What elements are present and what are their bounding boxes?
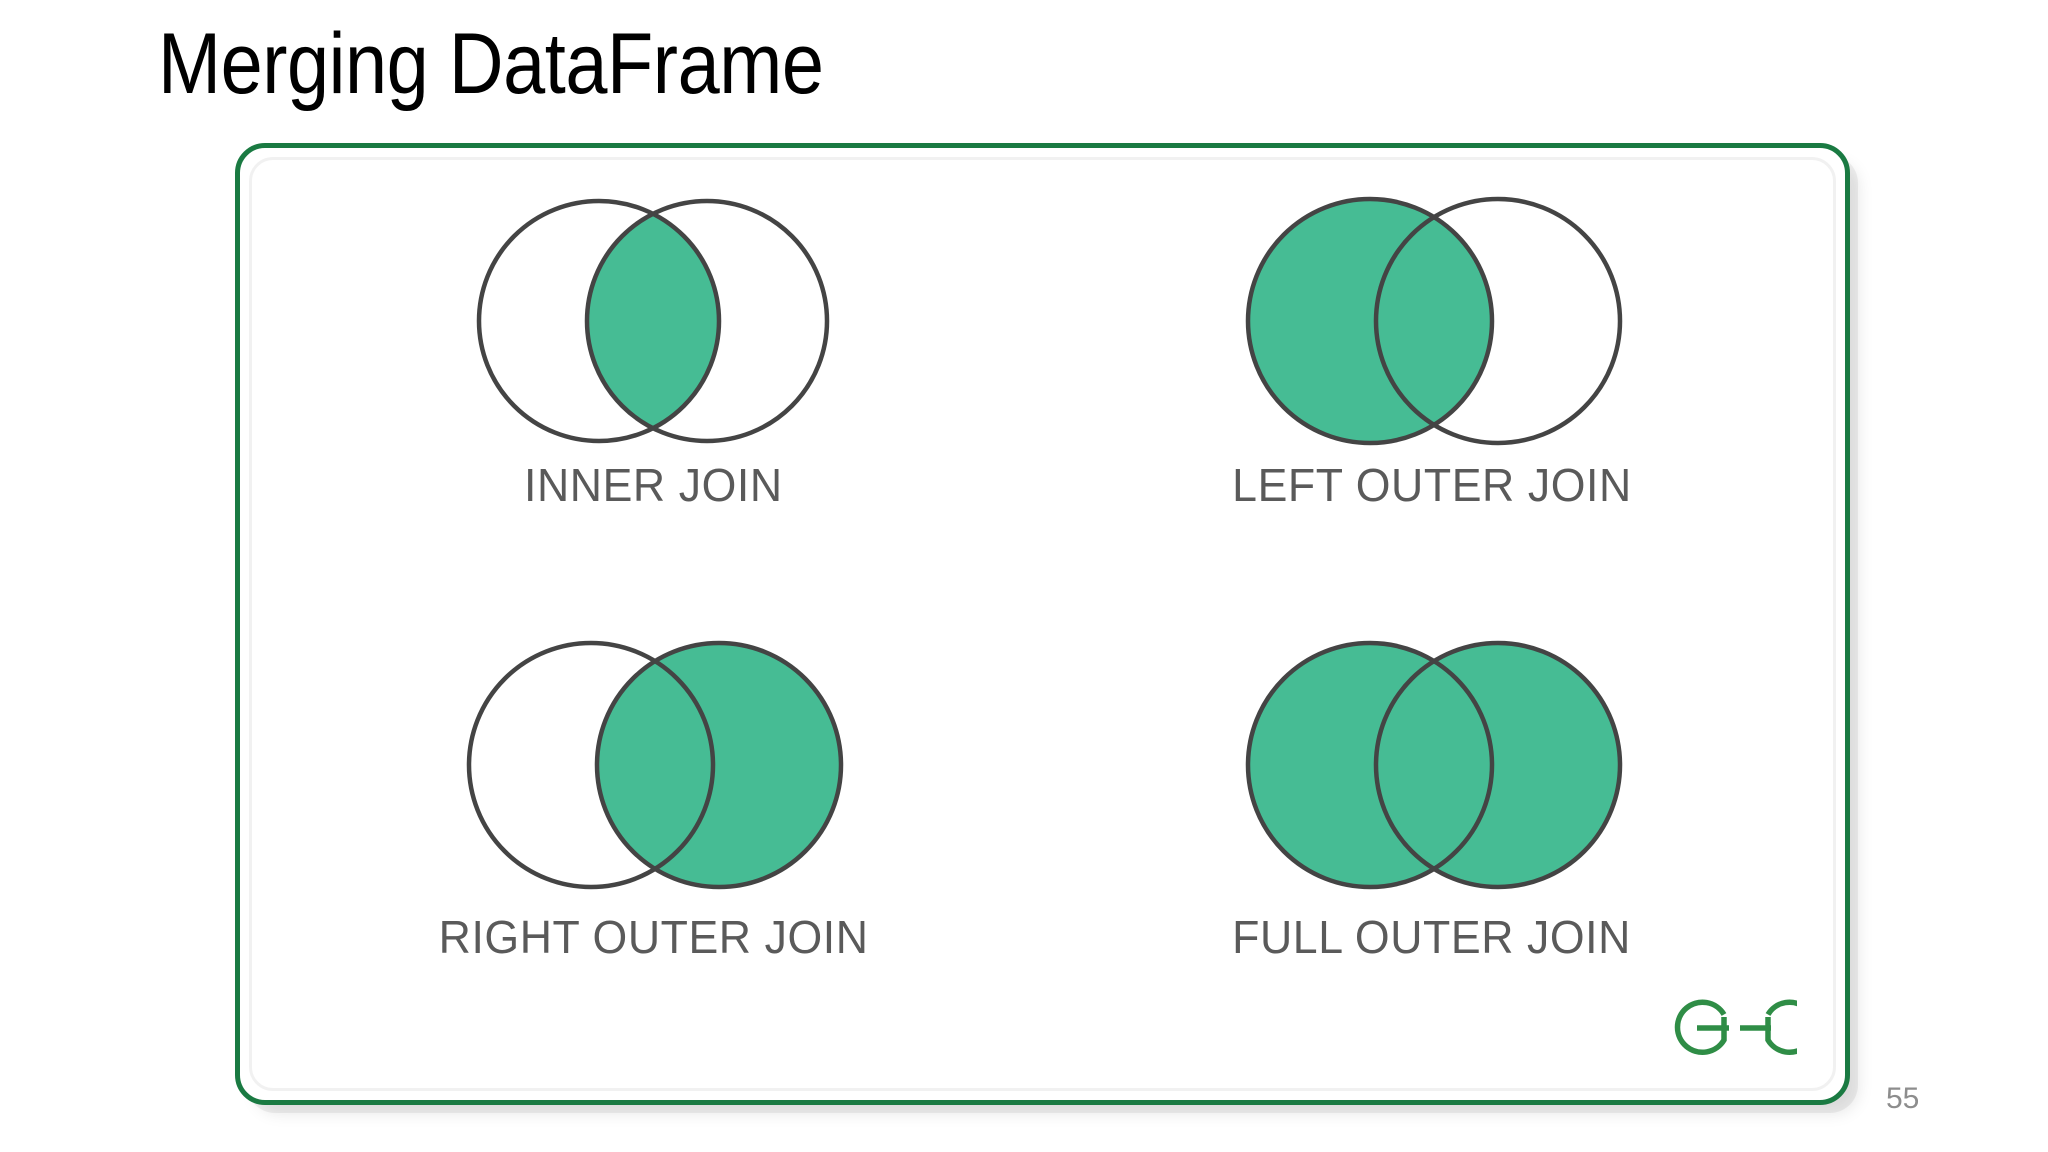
venn-label-right-outer-join: RIGHT OUTER JOIN bbox=[438, 911, 869, 963]
right-outer-join-venn-icon bbox=[467, 640, 844, 890]
venn-label-full-outer-join: FULL OUTER JOIN bbox=[1232, 911, 1632, 963]
venn-cell-inner-join[interactable]: INNER JOIN bbox=[264, 166, 1043, 610]
geeksforgeeks-logo-icon bbox=[1674, 999, 1797, 1055]
venn-label-inner-join: INNER JOIN bbox=[523, 459, 783, 511]
full-outer-join-venn-icon bbox=[1245, 640, 1622, 890]
inner-join-venn-icon bbox=[477, 198, 830, 444]
page-number: 55 bbox=[1886, 1082, 1920, 1115]
venn-cell-left-outer-join[interactable]: LEFT OUTER JOIN bbox=[1043, 166, 1822, 610]
venn-cell-right-outer-join[interactable]: RIGHT OUTER JOIN bbox=[264, 610, 1043, 1054]
venn-label-left-outer-join: LEFT OUTER JOIN bbox=[1231, 459, 1632, 511]
venn-diagram-card: INNER JOIN LEFT OUTER JOIN bbox=[235, 143, 1850, 1105]
left-outer-join-venn-icon bbox=[1245, 196, 1622, 446]
venn-cell-full-outer-join[interactable]: FULL OUTER JOIN bbox=[1043, 610, 1822, 1054]
venn-grid: INNER JOIN LEFT OUTER JOIN bbox=[240, 148, 1845, 1100]
page-title: Merging DataFrame bbox=[158, 16, 824, 112]
